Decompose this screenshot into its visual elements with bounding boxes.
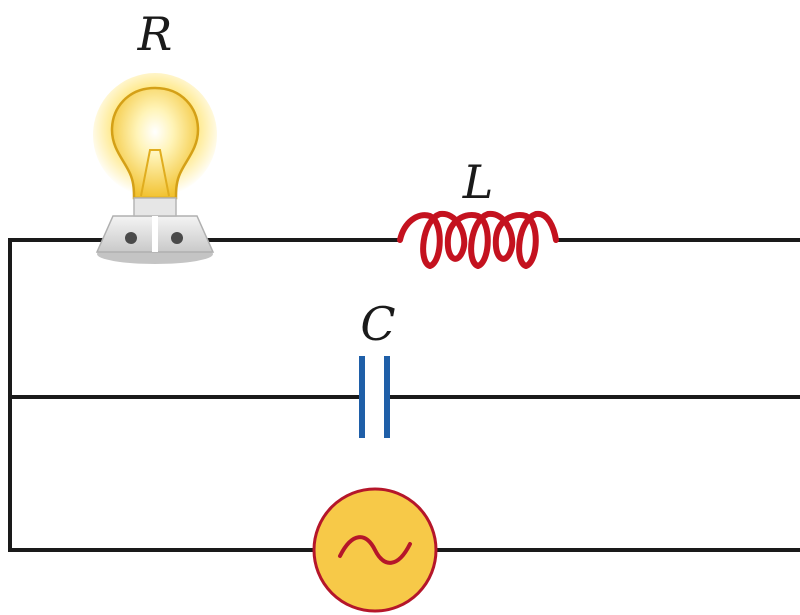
ac-source-icon — [312, 487, 438, 613]
light-bulb-icon — [93, 73, 217, 264]
bulb-terminal-right — [171, 232, 183, 244]
parallel-plates-icon — [359, 356, 390, 438]
capacitor-label: C — [360, 297, 395, 351]
coil-icon — [397, 210, 559, 269]
wires — [8, 238, 800, 552]
inductor-label: L — [462, 155, 494, 209]
resistor-label: R — [137, 7, 173, 61]
bulb-terminal-left — [125, 232, 137, 244]
